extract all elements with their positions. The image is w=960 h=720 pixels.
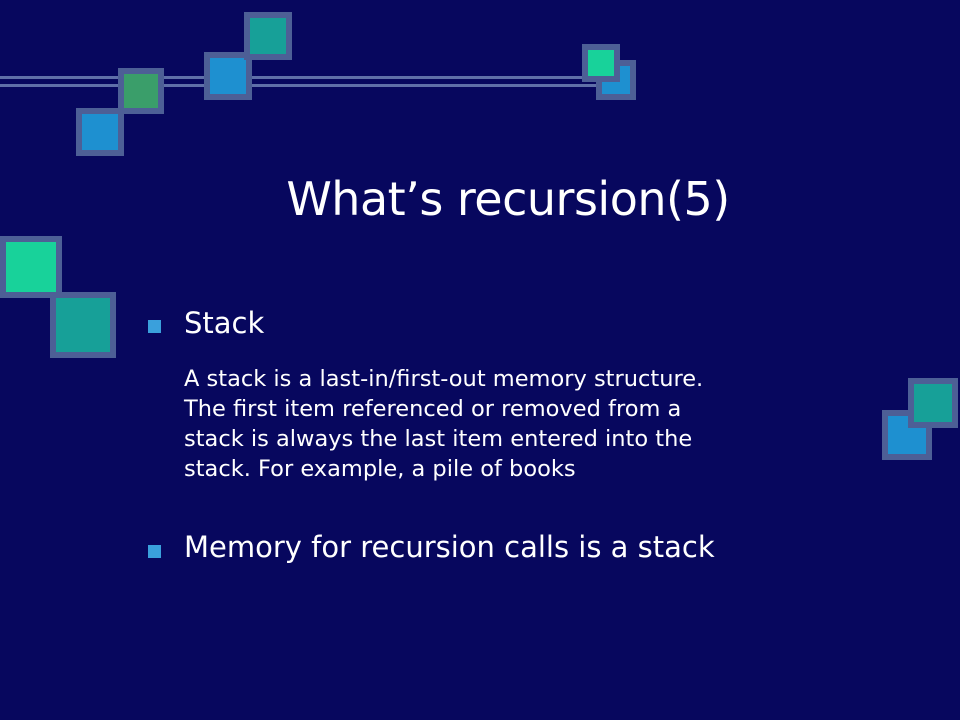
bullet-text: Memory for recursion calls is a stack: [184, 530, 715, 564]
detail-line: The first item referenced or removed fro…: [184, 396, 682, 422]
slide-title: What’s recursion(5): [286, 172, 730, 226]
decorative-square: [0, 236, 62, 298]
decorative-square: [582, 44, 620, 82]
detail-line: stack. For example, a pile of books: [184, 456, 576, 482]
decorative-square: [118, 68, 164, 114]
decorative-square: [244, 12, 292, 60]
bullet-text: Stack: [184, 306, 265, 340]
detail-line: stack is always the last item entered in…: [184, 426, 693, 452]
decorative-square: [50, 292, 116, 358]
square-bullet-icon: [148, 320, 161, 333]
decorative-square: [882, 410, 932, 460]
decorative-square: [76, 108, 124, 156]
square-bullet-icon: [148, 545, 161, 558]
bullet-detail: A stack is a last-in/first-out memory st…: [184, 364, 864, 484]
decorative-square: [908, 378, 958, 428]
decorative-line: [0, 84, 600, 87]
decorative-line: [0, 76, 600, 79]
decorative-square: [204, 52, 252, 100]
detail-line: A stack is a last-in/first-out memory st…: [184, 366, 704, 392]
